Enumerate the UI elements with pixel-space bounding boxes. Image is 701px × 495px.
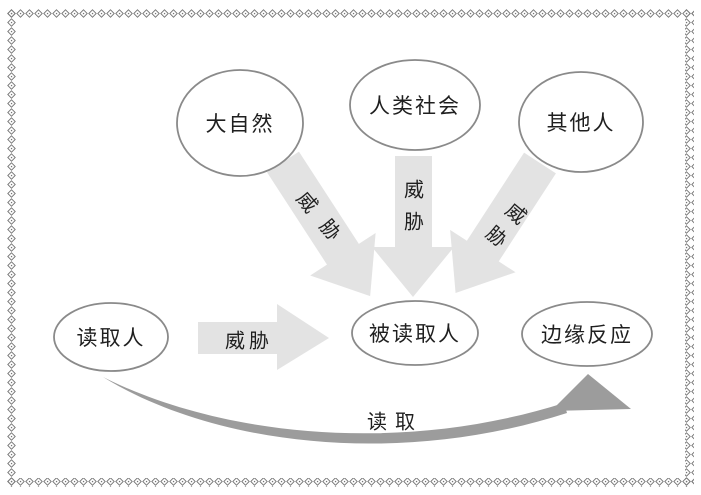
- node-label-others: 其他人: [546, 112, 616, 135]
- node-label-reader: 读取人: [76, 327, 146, 350]
- threat-arrow-others: [450, 152, 556, 293]
- read-arrow: [103, 374, 631, 444]
- threat-arrow-society: [372, 156, 454, 297]
- edge-label-threat-society: 威胁: [400, 179, 423, 243]
- node-ellipse-others: [518, 71, 644, 173]
- threat-arrow-nature: [267, 151, 376, 297]
- read-arrow-head: [551, 374, 631, 411]
- ellipse-nodes: [53, 59, 653, 372]
- node-ellipse-nature: [176, 69, 304, 177]
- diamond-border: [7, 9, 694, 487]
- node-ellipse-reaction: [521, 301, 653, 367]
- node-ellipse-society: [349, 59, 481, 151]
- edge-label-read: 读取: [367, 411, 423, 434]
- node-ellipse-reader: [53, 302, 169, 372]
- read-arrow-shaft: [103, 377, 567, 444]
- node-label-target: 被读取人: [369, 323, 461, 346]
- border-left: [7, 9, 16, 487]
- edge-label-threat-reader: 威胁: [225, 330, 273, 353]
- border-right: [685, 9, 694, 487]
- border-top: [7, 9, 694, 18]
- threat-arrows: [198, 151, 556, 370]
- threat-arrow-reader: [198, 304, 329, 370]
- node-label-society: 人类社会: [369, 95, 461, 118]
- node-label-nature: 大自然: [205, 113, 275, 136]
- node-ellipse-target: [351, 300, 479, 366]
- border-bottom: [7, 478, 694, 487]
- node-label-reaction: 边缘反应: [541, 324, 633, 347]
